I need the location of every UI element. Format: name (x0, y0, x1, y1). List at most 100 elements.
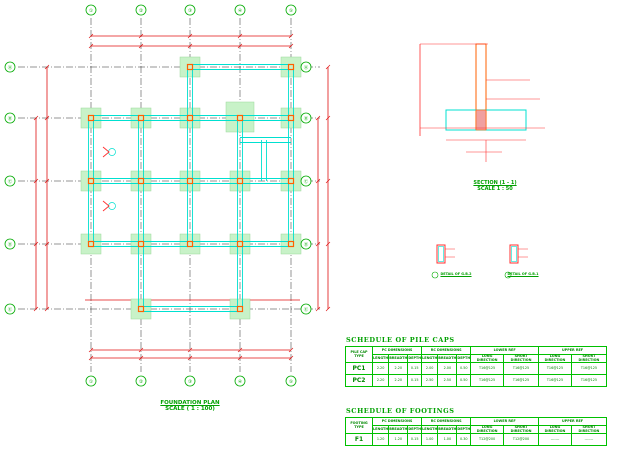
pile-caps-sub-header: BREADTH (437, 354, 458, 363)
table-cell: 1.20 (371, 433, 390, 446)
footing-pad (179, 107, 201, 129)
column-marker (186, 240, 194, 248)
footing-pad (280, 56, 302, 78)
grid-bubble-bottom-label: ③ (188, 379, 192, 385)
footing-pad (130, 298, 152, 320)
column-marker (236, 240, 244, 248)
grid-bubble-top-label: ④ (238, 8, 242, 14)
grid-bubble-right (300, 303, 312, 315)
grid-bubble-right (300, 175, 312, 187)
pile-caps-sub-header: DEPTH (407, 354, 423, 363)
dimension-tick (88, 347, 94, 353)
grid-bubble-left (4, 303, 16, 315)
footings-title: SCHEDULE OF FOOTINGS (346, 407, 455, 415)
table-cell: 2.00 (437, 362, 458, 375)
grid-bubble-top (85, 4, 97, 16)
dimension-tick (44, 241, 50, 247)
table-cell: 2.50 (421, 374, 439, 387)
foundation-plan-title-text: FOUNDATION PLAN (160, 400, 220, 406)
grid-bubble-top (135, 4, 147, 16)
footing-pad (229, 298, 251, 320)
dimension-tick (88, 33, 94, 39)
section-arrow (102, 200, 110, 212)
table-cell: 0.50 (456, 362, 472, 375)
grid-bubble-top-label: ② (139, 8, 143, 14)
grid-bubble-left-label: Ⓑ (8, 115, 13, 122)
grid-bubble-left-label: Ⓐ (8, 64, 13, 71)
dimension-tick (237, 43, 243, 49)
grid-bubble-bottom (184, 375, 196, 387)
dimension-tick (44, 306, 50, 312)
footing-pad (130, 107, 152, 129)
table-cell: 2.20 (371, 362, 390, 375)
pile-caps-upper-header: UPPER REF (538, 346, 607, 355)
pile-cap-type: PC2 (345, 374, 373, 387)
dimension-tick (315, 241, 321, 247)
column-marker (287, 63, 295, 71)
dimension-tick (288, 347, 294, 353)
table-cell: 1.20 (388, 433, 409, 446)
grid-bubble-right-label: Ⓒ (304, 178, 309, 185)
dimension-tick (44, 64, 50, 70)
pile-caps-table: PILE CAP TYPE PC DIMENSIONS RC DIMENSION… (345, 346, 608, 387)
dimension-tick (187, 347, 193, 353)
column-marker (87, 240, 95, 248)
pile-caps-sub-header: SHORT DIRECTION (502, 354, 540, 363)
table-cell: 1.00 (437, 433, 458, 446)
footing-pad (80, 107, 102, 129)
beam-details (431, 244, 528, 279)
footings-lower-header: LOWER REF (470, 417, 540, 426)
table-cell: 0.15 (407, 374, 423, 387)
dimension-tick (33, 241, 39, 247)
table-row: PC1 2.20 2.20 0.15 2.00 2.00 0.50 T16@12… (345, 362, 608, 375)
footings-sub-header: DEPTH (456, 425, 472, 434)
grid-bubble-bottom-label: ① (89, 379, 93, 385)
column-marker (137, 305, 145, 313)
section-title: SECTION (1 - 1) SCALE 1 : 50 (450, 180, 540, 192)
pile-caps-sub-header: BREADTH (388, 354, 409, 363)
footings-table: FOOTING TYPE PC DIMENSIONS RC DIMENSIONS… (345, 417, 608, 446)
footings-sub-header: LONG DIRECTION (470, 425, 504, 434)
dimension-tick (187, 33, 193, 39)
pile-caps-sub-header: LONG DIRECTION (470, 354, 504, 363)
table-cell: ------- (570, 433, 608, 446)
detail-bubble (504, 271, 512, 279)
section-1-1 (419, 43, 545, 162)
column-marker (137, 177, 145, 185)
grid-bubble-bottom (234, 375, 246, 387)
beam-detail (509, 244, 519, 264)
dimension-tick (288, 33, 294, 39)
dimension-tick (325, 241, 331, 247)
footings-sub-header: SHORT DIRECTION (570, 425, 608, 434)
footings-sub-header: SHORT DIRECTION (502, 425, 540, 434)
pile-cap-pad (225, 101, 255, 133)
pile-caps-sub-header: LONG DIRECTION (538, 354, 572, 363)
column-marker (137, 240, 145, 248)
footings-sub-header: LENGTH (371, 425, 390, 434)
section-hatch (475, 109, 487, 131)
table-cell: 2.20 (388, 374, 409, 387)
footing-pad (280, 170, 302, 192)
grid-bubble-right-label: Ⓓ (304, 241, 309, 248)
section-scale: SCALE 1 : 50 (477, 186, 513, 192)
dimension-tick (187, 43, 193, 49)
table-cell: T16@125 (538, 362, 572, 375)
grid-bubble-bottom (135, 375, 147, 387)
grid-bubble-right-label: Ⓔ (304, 306, 309, 313)
column-marker (236, 114, 244, 122)
grid-bubble-bottom-label: ② (139, 379, 143, 385)
table-cell: T16@125 (570, 362, 608, 375)
grid-bubble-left (4, 61, 16, 73)
footings-pc-header: PC DIMENSIONS (371, 417, 423, 426)
grid-bubble-bottom (285, 375, 297, 387)
column-marker (186, 63, 194, 71)
pile-caps-sub-header: SHORT DIRECTION (570, 354, 608, 363)
footings-type-header: FOOTING TYPE (345, 417, 373, 434)
grid-bubble-top (184, 4, 196, 16)
dimension-tick (237, 355, 243, 361)
grid-bubble-top-label: ⑤ (289, 8, 293, 14)
footings-upper-header: UPPER REF (538, 417, 607, 426)
column-marker (186, 177, 194, 185)
pile-caps-lower-header: LOWER REF (470, 346, 540, 355)
